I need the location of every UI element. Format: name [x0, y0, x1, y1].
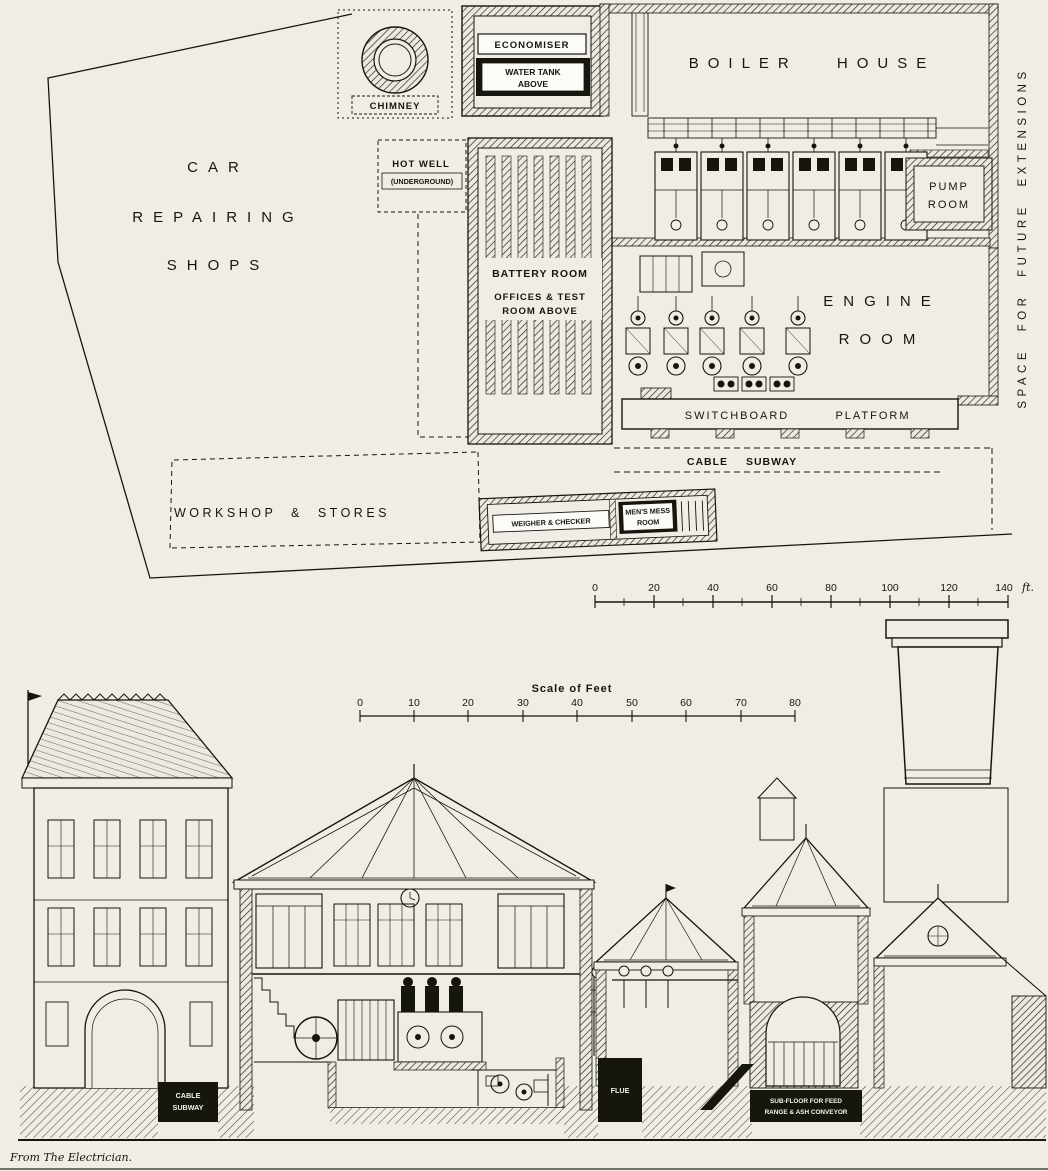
engine-room-machinery [625, 251, 811, 392]
engine-room-label-1: ENGINE [823, 293, 941, 310]
ash-conveyor-incline [700, 1064, 754, 1110]
offices-label-2: ROOM ABOVE [502, 306, 578, 317]
gear-symbols [713, 376, 795, 392]
section-scale-tick-60: 60 [680, 697, 692, 709]
window-row-upper [47, 819, 213, 879]
economiser-block: ECONOMISER WATER TANK ABOVE [461, 5, 649, 117]
section-scale-tick-30: 30 [517, 697, 529, 709]
dynamo-bottles [401, 977, 463, 1012]
plan-scale-tick-60: 60 [766, 582, 778, 594]
plan-scale-bar: 0 20 40 60 80 100 120 140 ft. [592, 581, 1034, 608]
plan-scale-tick-20: 20 [648, 582, 660, 594]
workshop-stores-label: WORKSHOP & STORES [174, 506, 390, 520]
flue-box: FLUE [598, 1058, 642, 1122]
section-scale-tick-40: 40 [571, 697, 583, 709]
steam-valves [612, 965, 738, 1008]
site-boundary-line [47, 13, 1013, 579]
engine-room: ENGINE ROOM [625, 247, 999, 406]
weigher-checker-label: WEIGHER & CHECKER [511, 516, 591, 528]
plan-scale-tick-80: 80 [825, 582, 837, 594]
mess-room-label-2: ROOM [637, 517, 660, 527]
economiser-label: ECONOMISER [495, 40, 570, 51]
hot-well-label-1: HOT WELL [392, 159, 450, 170]
platform-supports [650, 428, 930, 439]
battery-room-label: BATTERY ROOM [492, 268, 588, 280]
pump-room-label-2: ROOM [928, 199, 970, 211]
ground [18, 1086, 1046, 1141]
roof-truss [248, 777, 580, 879]
section-scale-bar: Scale of Feet 0 10 20 30 40 50 60 70 80 [357, 683, 801, 722]
plan-scale-tick-140: 140 [995, 582, 1013, 594]
water-tank-label-1: WATER TANK [505, 67, 561, 77]
car-shops-label-1: CAR [187, 159, 249, 176]
chimney-plan: CHIMNEY [337, 9, 453, 119]
car-repairing-shops: CAR REPAIRING SHOPS [132, 159, 303, 274]
section-scale-tick-70: 70 [735, 697, 747, 709]
cable-subway-box: CABLE SUBWAY [158, 1082, 218, 1122]
section-scale-tick-10: 10 [408, 697, 420, 709]
window-row-middle [47, 907, 213, 967]
arched-doorway [84, 989, 166, 1088]
furnace-arch [765, 996, 841, 1087]
hot-well-label-2: (UNDERGROUND) [391, 177, 454, 186]
weigher-checker-building: WEIGHER & CHECKER MEN'S MESS ROOM [478, 488, 718, 552]
site-plan: CHIMNEY ECONOMISER WATER TANK ABOVE BOIL… [47, 3, 1034, 608]
section-cable-subway-label-2: SUBWAY [173, 1103, 204, 1112]
cable-subway-label: CABLE SUBWAY [687, 456, 797, 468]
cable-subway-plan: CABLE SUBWAY [614, 447, 993, 530]
boiler-house-section: FLUE SUB-FLOOR FOR FEED RANGE & ASH CONV… [593, 777, 1047, 1122]
plan-scale-tick-0: 0 [592, 582, 598, 594]
pump-room: PUMP ROOM [905, 157, 993, 231]
section-scale-tick-20: 20 [462, 697, 474, 709]
offices-label-1: OFFICES & TEST [494, 292, 586, 303]
engine-hall-machinery [294, 977, 487, 1071]
roof-cresting [57, 693, 167, 701]
boiler-house: BOILER HOUSE [599, 3, 999, 249]
engine-room-label-2: ROOM [839, 331, 926, 348]
section-cable-subway-label-1: CABLE [176, 1091, 201, 1100]
yard-dashed-line [417, 214, 468, 438]
water-tank-label-2: ABOVE [518, 79, 549, 89]
section-scale-title: Scale of Feet [532, 683, 613, 695]
section-scale-tick-50: 50 [626, 697, 638, 709]
hall-windows [255, 893, 565, 969]
battery-room: BATTERY ROOM OFFICES & TEST ROOM ABOVE [467, 137, 613, 445]
car-shops-section: CABLE SUBWAY [20, 690, 234, 1122]
car-shops-label-2: REPAIRING [132, 209, 303, 226]
future-extensions-label: SPACE FOR FUTURE EXTENSIONS [1017, 67, 1029, 408]
mess-room-label-1: MEN'S MESS [625, 506, 670, 517]
flue-label: FLUE [611, 1086, 630, 1095]
platform-label: PLATFORM [835, 410, 910, 422]
subfloor-label-1: SUB-FLOOR FOR FEED [770, 1098, 842, 1105]
switchboard-platform: SWITCHBOARD PLATFORM [621, 387, 959, 439]
plan-scale-tick-100: 100 [881, 582, 899, 594]
pump-room-label-1: PUMP [929, 181, 969, 193]
rear-building-block [883, 787, 1009, 903]
basement-pit [327, 1057, 565, 1124]
chimney-label: CHIMNEY [370, 101, 421, 112]
workshop-dashed-line [169, 451, 479, 549]
figure-caption: From The Electrician. [9, 1151, 132, 1164]
hot-well: HOT WELL (UNDERGROUND) [377, 139, 467, 213]
boiler-units [654, 138, 928, 241]
boiler-house-label: BOILER HOUSE [689, 55, 936, 72]
plan-scale-tick-120: 120 [940, 582, 958, 594]
engine-hall-section [231, 764, 606, 1124]
workshop-dashed-line2 [171, 541, 483, 549]
subfloor-label-2: RANGE & ASH CONVEYOR [765, 1109, 848, 1116]
section-scale-tick-80: 80 [789, 697, 801, 709]
switchboard-label: SWITCHBOARD [685, 410, 790, 422]
subfloor-box: SUB-FLOOR FOR FEED RANGE & ASH CONVEYOR [750, 1090, 862, 1122]
car-shops-label-3: SHOPS [167, 257, 270, 274]
plan-scale-unit: ft. [1021, 581, 1034, 594]
engine-unit [625, 296, 811, 376]
chimney-elevation [885, 619, 1009, 785]
plan-scale-tick-40: 40 [707, 582, 719, 594]
section-scale-tick-0: 0 [357, 697, 363, 709]
section-view: Scale of Feet 0 10 20 30 40 50 60 70 80 [18, 619, 1047, 1141]
